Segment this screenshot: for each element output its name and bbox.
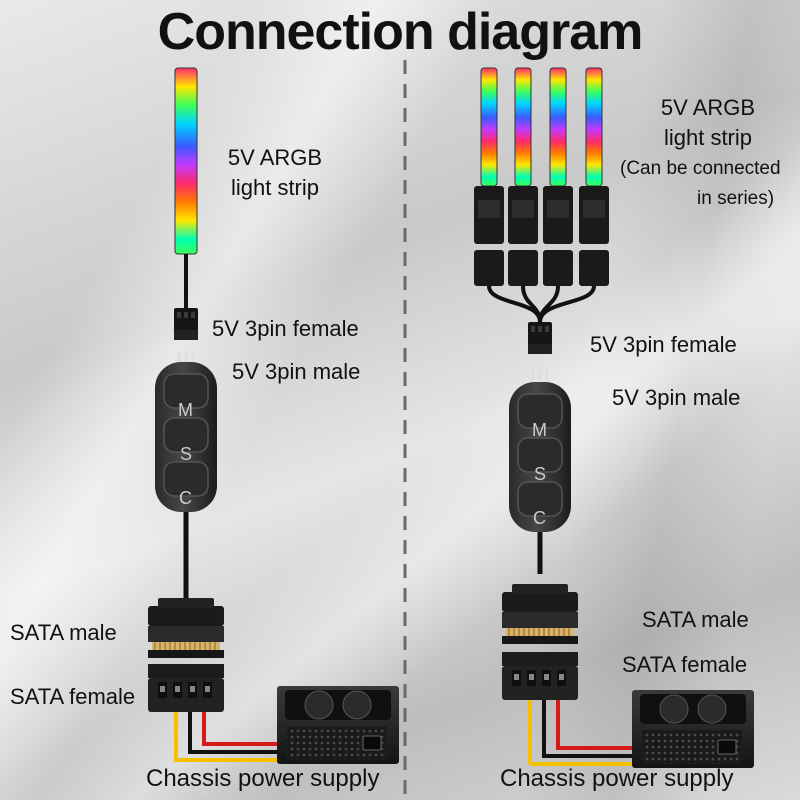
right-sata-female-label: SATA female xyxy=(622,652,748,677)
left-button-m: M xyxy=(178,400,193,420)
left-power-wires xyxy=(174,712,285,762)
right-series-note-1: (Can be connected xyxy=(620,158,781,179)
right-splitter-cables xyxy=(487,285,596,323)
right-strip-connectors xyxy=(474,186,609,286)
right-sata-male-label: SATA male xyxy=(642,607,749,632)
right-psu-label: Chassis power supply xyxy=(500,765,734,792)
left-button-c: C xyxy=(179,488,192,508)
left-sata-male-connector xyxy=(148,598,224,658)
left-sata-female-connector xyxy=(148,664,224,712)
left-female-label: 5V 3pin female xyxy=(212,316,359,341)
left-psu xyxy=(276,685,400,765)
right-sata-male-connector xyxy=(502,584,578,644)
left-male-label: 5V 3pin male xyxy=(232,359,361,384)
left-strip-label-2: light strip xyxy=(230,175,320,200)
right-sata-female-connector xyxy=(502,652,578,700)
left-strip-label-1: 5V ARGB xyxy=(227,145,323,170)
right-female-label: 5V 3pin female xyxy=(590,332,737,357)
right-3pin-female-connector xyxy=(528,322,552,354)
left-button-s: S xyxy=(180,444,193,464)
right-psu xyxy=(631,689,755,769)
left-3pin-male-pins xyxy=(178,352,194,362)
left-3pin-female-connector xyxy=(174,308,198,340)
left-sata-male-label: SATA male xyxy=(10,620,117,645)
right-series-note-2: in series) xyxy=(697,188,775,209)
page-title: Connection diagram xyxy=(157,3,644,61)
right-male-label: 5V 3pin male xyxy=(612,385,741,410)
left-psu-label: Chassis power supply xyxy=(146,765,380,792)
right-button-c: C xyxy=(533,508,546,528)
right-button-m: M xyxy=(532,420,547,440)
right-power-wires xyxy=(528,700,640,766)
right-strip-label-1: 5V ARGB xyxy=(660,95,756,120)
left-sata-female-label: SATA female xyxy=(10,684,136,709)
left-light-strip xyxy=(174,67,198,255)
right-light-strips xyxy=(480,67,603,187)
right-3pin-male-pins xyxy=(532,370,548,380)
right-button-s: S xyxy=(534,464,547,484)
right-strip-label-2: light strip xyxy=(663,125,753,150)
